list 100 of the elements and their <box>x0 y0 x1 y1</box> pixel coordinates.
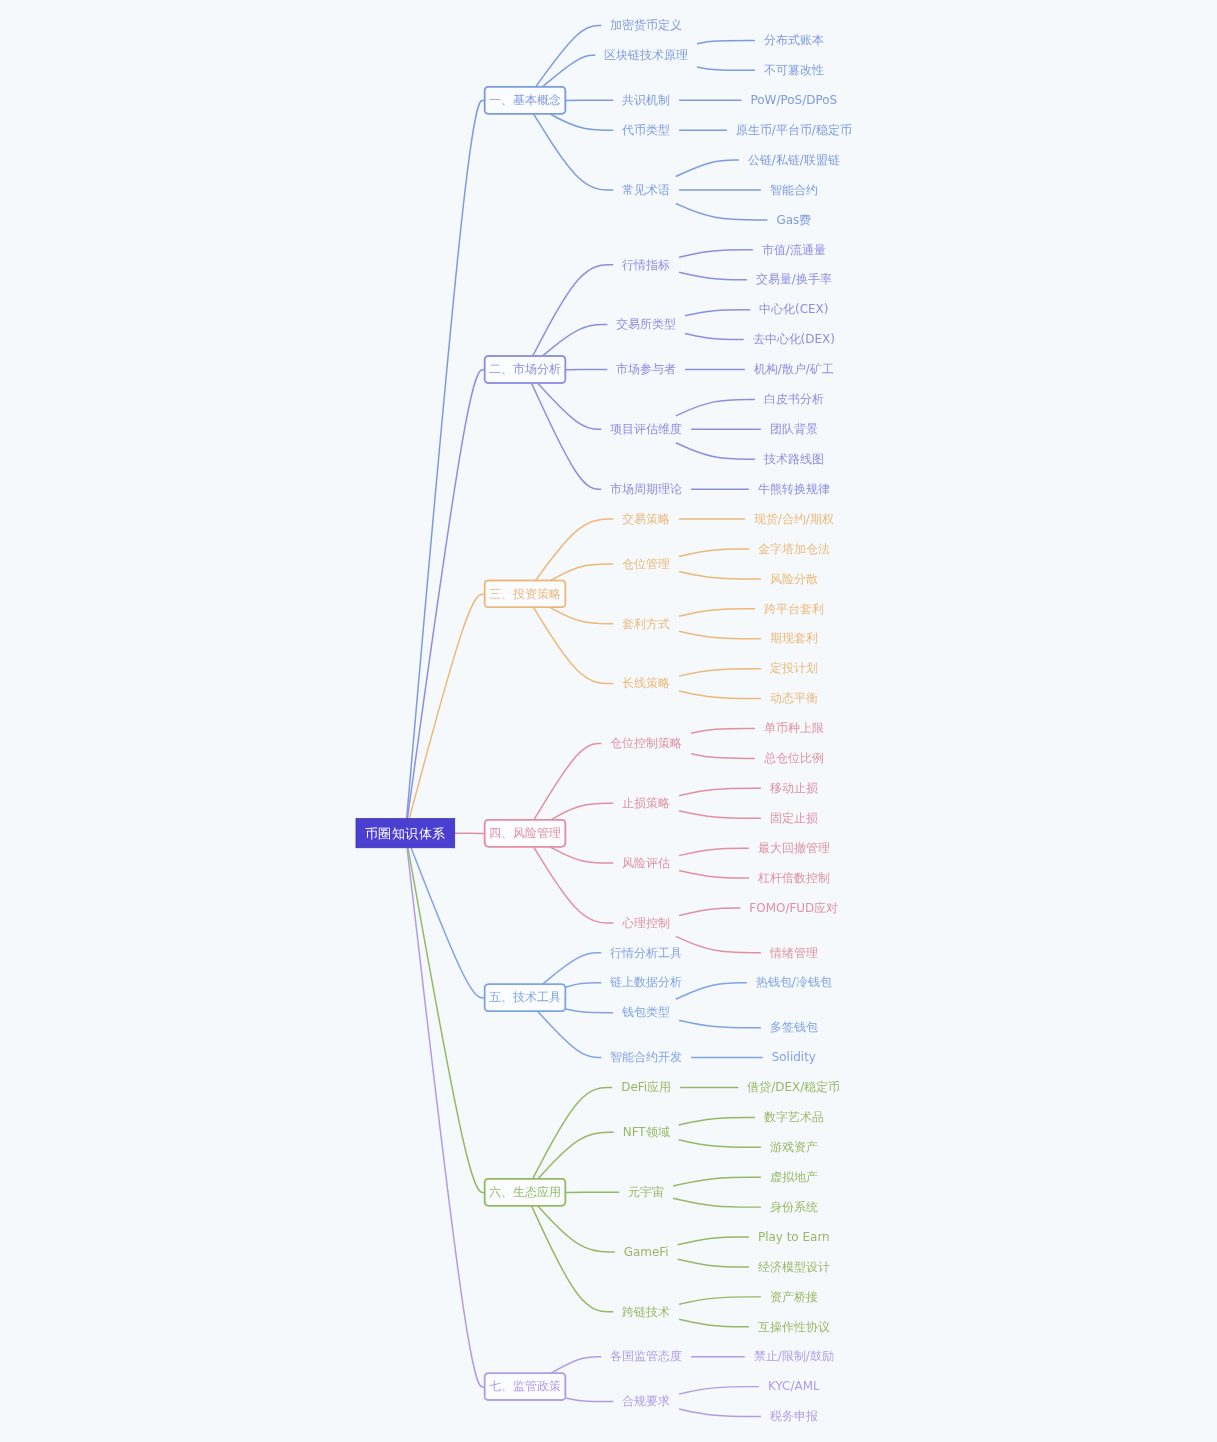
connector <box>531 1086 614 1180</box>
connector <box>678 787 762 797</box>
node-text: 行情指标 <box>622 257 671 272</box>
node-text: 代币类型 <box>622 122 671 137</box>
node-text: 固定止损 <box>770 810 818 825</box>
node-text: 区块链技术原理 <box>604 47 689 63</box>
connector <box>533 113 615 191</box>
node-text: 交易量/换手率 <box>756 272 832 287</box>
node-text: 白皮书分析 <box>764 391 824 407</box>
node-text: 金字塔加仓法 <box>758 541 830 556</box>
connector <box>690 428 762 431</box>
node-text: 总仓位比例 <box>764 750 824 766</box>
connector <box>678 630 762 640</box>
node-text: 智能合约开发 <box>610 1050 683 1065</box>
node-text: 团队背景 <box>770 421 818 437</box>
node-text: 长线策略 <box>622 676 671 691</box>
node-text: 跨链技术 <box>622 1304 671 1319</box>
node-text: 牛熊转换规律 <box>758 481 830 496</box>
connector <box>678 548 750 558</box>
connector <box>565 982 603 988</box>
connector <box>678 1385 760 1395</box>
connector <box>684 308 752 317</box>
connector <box>696 39 756 45</box>
node-text: 单币种上限 <box>764 720 824 736</box>
node-text: 税务申报 <box>770 1409 818 1424</box>
node-text: 项目评估维度 <box>610 421 683 437</box>
connector <box>678 810 762 819</box>
connector <box>533 606 615 685</box>
node-text: 多签钱包 <box>770 1020 818 1035</box>
connector <box>549 1355 603 1375</box>
node-text: 合规要求 <box>622 1394 671 1409</box>
connector <box>678 518 746 520</box>
connector <box>541 54 597 88</box>
node-text: 技术路线图 <box>764 451 824 466</box>
connector <box>678 271 748 281</box>
node-text: 期现套利 <box>770 631 818 646</box>
connector <box>677 1258 750 1268</box>
node-text: 机构/散户/矿工 <box>754 362 834 377</box>
node-text: 链上数据分析 <box>610 975 683 990</box>
node-text: 仓位控制策略 <box>610 735 683 751</box>
connector <box>690 1355 746 1358</box>
connector <box>549 606 615 625</box>
node-text: 分布式账本 <box>764 32 824 48</box>
connector <box>549 563 615 582</box>
connector <box>533 846 615 924</box>
node-text: 现货/合约/期权 <box>754 511 834 526</box>
node-text: GameFi <box>623 1244 669 1259</box>
node-text: 市值/流通量 <box>762 242 826 257</box>
node-text: 各国监管态度 <box>610 1349 683 1364</box>
node-text: 数字艺术品 <box>764 1109 824 1125</box>
mind-map: 币圈知识体系 一、基本概念 加密货币定义 区块链技术原理 分布式账本 不可篡改性 共识机制 PoW/PoS/DPoS 代币类型 原生币/平台币/稳定币 常见术语 公链/私链/联盟链 智能合约 Gas费 二、市场分析 行情指标 市值/流通量 交易量/换手率 交易所类型 中心化(CEX) 去中心化(DEX) 市场参与者 机构/散户/矿工 项目评估维度 白皮书分析 团队背景 技术路线图 市场周期理论 牛熊转换规律 三、投资策略 交易策略 现货/合约/期权 仓位管理 金字塔加仓法 风险分散 套利方式 跨平台套利 期现套利 长线策略 定投计划 动态平衡 四、风险管理 仓位控制策略 单币种上限 总仓位比例 止损策略 移动止损 固定止损 风险评估 最大回撤管理 杠杆倍数控制 心理控制 FOMO/FUD应对 情绪管理 五、技术工具 行情分析工具 链上数据分析 钱包类型 热钱包/冷钱包 多签钱包 智能合约开发 Solidity 六、生态应用 DeFi应用 借贷/DEX/稳定币 NFT领域 数字艺术品 游戏资产 元宇宙 虚拟地产 身份系统 GameFi Play to Earn 经济模型设计 跨链技术 资产桥接 互操作性协议 七、监管政策 各国监管态度 禁止/限制/鼓励 合规要求 KYC/AML 税务申报 <box>350 6 867 1436</box>
connector <box>678 608 756 618</box>
node-text: 互操作性协议 <box>758 1319 830 1334</box>
connector <box>534 518 615 582</box>
node-text: 杠杆倍数控制 <box>758 870 830 885</box>
node-text: 动态平衡 <box>770 691 818 706</box>
connector <box>672 1197 762 1208</box>
node-box <box>355 818 456 849</box>
connector <box>678 570 762 580</box>
node-text: 元宇宙 <box>628 1184 665 1199</box>
node-text: 行情分析工具 <box>610 945 683 960</box>
connector <box>696 66 756 72</box>
connector <box>565 1008 615 1014</box>
node-text: 原生币/平台币/稳定币 <box>736 122 852 137</box>
connector <box>675 442 756 460</box>
node-text: 交易策略 <box>622 511 671 526</box>
node-text: 加密货币定义 <box>610 17 683 33</box>
node-text: Gas费 <box>776 212 812 227</box>
node-text: 禁止/限制/鼓励 <box>754 1349 834 1364</box>
connector <box>690 727 756 734</box>
node-text: Play to Earn <box>758 1229 830 1244</box>
connector <box>531 382 603 490</box>
connector <box>675 935 762 954</box>
connector <box>537 1205 616 1253</box>
node-text: PoW/PoS/DPoS <box>750 92 838 107</box>
node-text: 资产桥接 <box>770 1289 818 1304</box>
node-text: 借贷/DEX/稳定币 <box>747 1079 841 1095</box>
connector <box>533 742 603 821</box>
connector <box>678 1019 762 1029</box>
connector <box>531 1205 615 1313</box>
connector <box>565 99 615 102</box>
node-text: 市场周期理论 <box>610 481 683 496</box>
connector <box>678 189 762 191</box>
node-text: 虚拟地产 <box>770 1169 818 1184</box>
connector <box>675 202 769 221</box>
node-text: 钱包类型 <box>622 1005 671 1020</box>
node-text: 止损策略 <box>622 795 671 810</box>
connector <box>537 1131 615 1180</box>
node-text: 热钱包/冷钱包 <box>756 975 832 990</box>
node-text: 最大回撤管理 <box>758 840 830 855</box>
node-text: 共识机制 <box>622 92 671 107</box>
connector <box>678 667 762 677</box>
node-text: 不可篡改性 <box>764 62 824 78</box>
node-text: NFT领域 <box>622 1124 670 1140</box>
node-text: 风险分散 <box>770 571 818 586</box>
node-text: 跨平台套利 <box>764 601 824 616</box>
node-text: DeFi应用 <box>621 1079 672 1095</box>
connector <box>678 1116 756 1126</box>
connector <box>565 1397 615 1403</box>
node-text: 游戏资产 <box>770 1139 818 1155</box>
